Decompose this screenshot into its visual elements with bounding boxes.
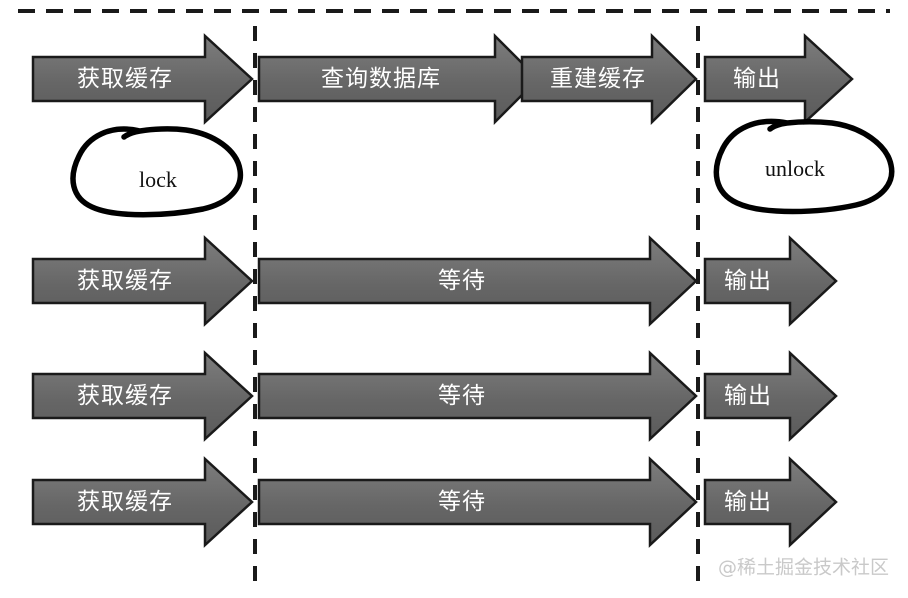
arrow-label: 重建缓存: [550, 65, 646, 91]
arrow-label: 等待: [438, 488, 486, 514]
arrow-r1-output[interactable]: 输出: [703, 33, 854, 125]
arrow-label: 获取缓存: [77, 65, 173, 91]
arrow-r4-output[interactable]: 输出: [703, 456, 838, 548]
arrow-shape: [520, 33, 698, 125]
arrow-shape: [703, 456, 838, 548]
arrow-shape: [257, 456, 698, 548]
arrow-r1-query-db[interactable]: 查询数据库: [257, 32, 540, 126]
arrow-label: 获取缓存: [77, 267, 173, 293]
annotation-unlock: unlock: [713, 118, 895, 215]
arrow-shape: [257, 235, 698, 327]
arrow-r4-get-cache[interactable]: 获取缓存: [31, 456, 254, 548]
arrow-label: 输出: [724, 382, 772, 408]
arrow-label: 输出: [733, 65, 781, 91]
arrow-r3-output[interactable]: 输出: [703, 350, 838, 442]
arrow-label: 等待: [438, 267, 486, 293]
arrow-r4-wait[interactable]: 等待: [257, 456, 698, 548]
arrow-shape: [257, 32, 540, 126]
arrow-shape: [31, 235, 254, 327]
arrow-label: 等待: [438, 382, 486, 408]
arrow-label: 输出: [724, 488, 772, 514]
arrow-shape: [31, 456, 254, 548]
arrow-label: 获取缓存: [77, 488, 173, 514]
arrow-r3-wait[interactable]: 等待: [257, 350, 698, 442]
arrow-r2-get-cache[interactable]: 获取缓存: [31, 235, 254, 327]
arrow-shape: [703, 33, 854, 125]
arrow-r2-output[interactable]: 输出: [703, 235, 838, 327]
arrow-r3-get-cache[interactable]: 获取缓存: [31, 350, 254, 442]
arrow-r2-wait[interactable]: 等待: [257, 235, 698, 327]
arrow-r1-rebuild-cache[interactable]: 重建缓存: [520, 33, 698, 125]
annotation-lock-label: lock: [139, 167, 177, 192]
arrow-shape: [31, 33, 254, 125]
arrow-shape: [31, 350, 254, 442]
annotation-unlock-label: unlock: [765, 156, 825, 181]
arrow-shape: [703, 350, 838, 442]
arrow-label: 查询数据库: [321, 65, 441, 91]
annotation-lock: lock: [70, 126, 244, 218]
arrow-label: 获取缓存: [77, 382, 173, 408]
arrow-r1-get-cache[interactable]: 获取缓存: [31, 33, 254, 125]
arrow-shape: [257, 350, 698, 442]
arrow-label: 输出: [724, 267, 772, 293]
arrow-shape: [703, 235, 838, 327]
watermark-label: @稀土掘金技术社区: [718, 557, 889, 579]
